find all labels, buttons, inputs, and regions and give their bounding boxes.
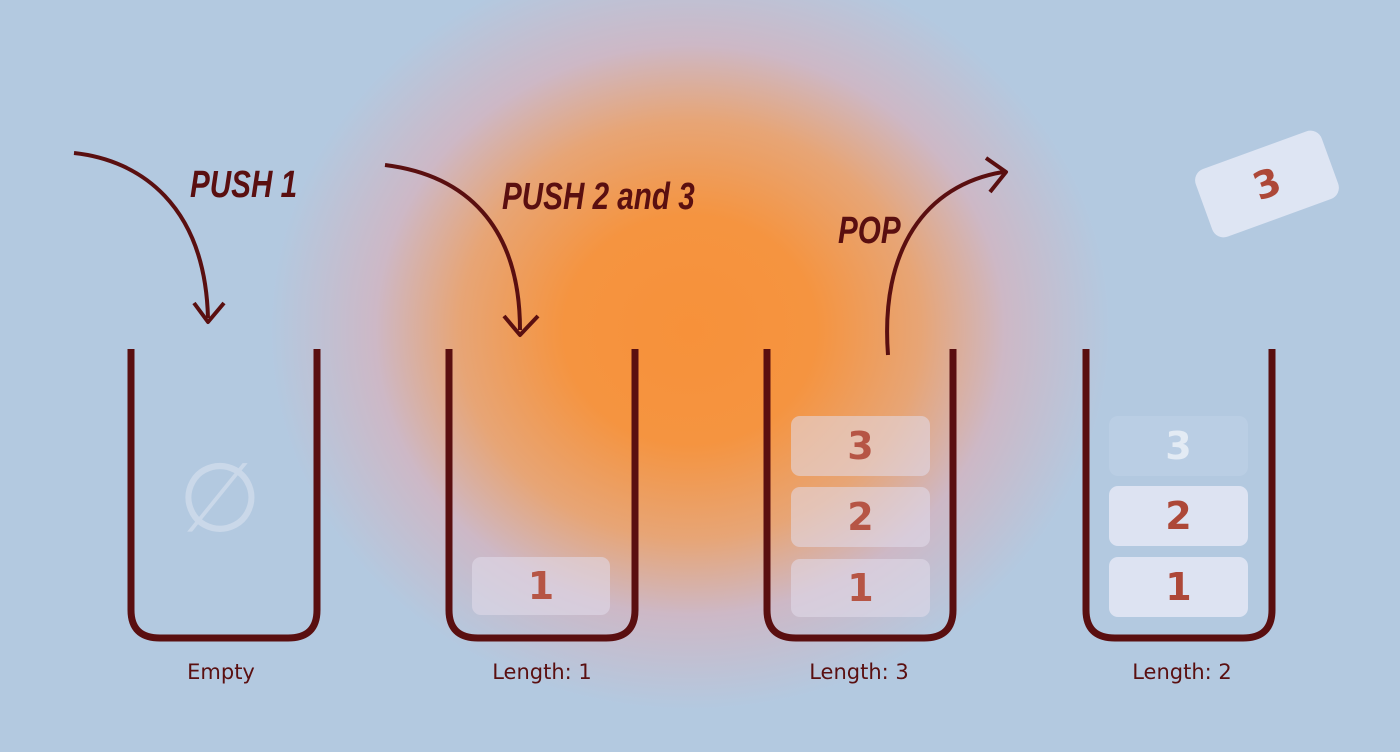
pop-arrowhead <box>984 156 1008 194</box>
stack-4-caption: Length: 2 <box>1132 660 1232 684</box>
stack-2-caption: Length: 1 <box>492 660 592 684</box>
stack-container-3 <box>763 349 957 642</box>
stack-1-caption: Empty <box>187 660 255 684</box>
stack-3-item-3: 3 <box>791 416 930 476</box>
stack-4-ghost-item: 3 <box>1109 416 1248 476</box>
push23-arrow <box>384 163 522 331</box>
pop-label: POP <box>838 210 901 252</box>
stack-container-4 <box>1082 349 1276 642</box>
push1-arrowhead <box>192 301 226 324</box>
stack-3-caption: Length: 3 <box>809 660 909 684</box>
stack-container-2 <box>445 349 639 642</box>
pop-arrow <box>885 170 1004 356</box>
push23-arrowhead <box>502 314 540 337</box>
stack-3-item-2: 2 <box>791 487 930 547</box>
stack-4-item-1: 1 <box>1109 557 1248 617</box>
empty-set-icon: ∅ <box>178 442 262 554</box>
stack-2-item-1: 1 <box>472 557 610 615</box>
stack-3-item-1: 1 <box>791 559 930 617</box>
stack-container-1 <box>127 349 321 642</box>
stack-4-item-2: 2 <box>1109 486 1248 546</box>
push1-arrow <box>73 151 210 319</box>
push23-label: PUSH 2 and 3 <box>502 176 695 218</box>
push1-label: PUSH 1 <box>190 164 298 206</box>
